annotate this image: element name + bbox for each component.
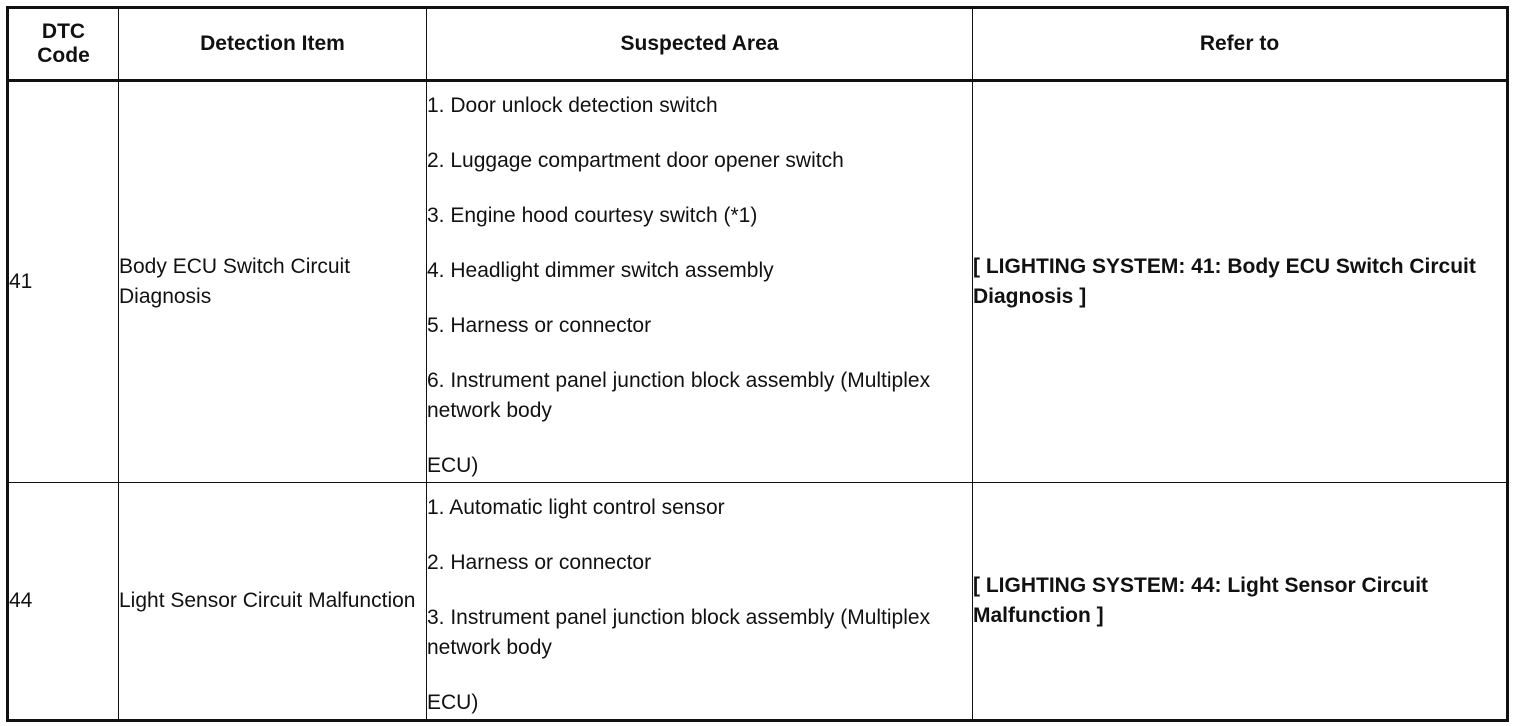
suspected-area-item: 3. Engine hood courtesy switch (*1) [427, 204, 758, 227]
suspected-area-item: 4. Headlight dimmer switch assembly [427, 259, 774, 282]
table-header: DTC Code Detection Item Suspected Area R… [7, 7, 1508, 82]
refer-to-link[interactable]: [ LIGHTING SYSTEM: 44: Light Sensor Circ… [972, 482, 1508, 721]
detection-item: Body ECU Switch Circuit Diagnosis [118, 80, 427, 483]
table-body: 41 Body ECU Switch Circuit Diagnosis 1. … [7, 80, 1508, 721]
suspected-area-item: 1. Automatic light control sensor [427, 495, 725, 519]
suspected-area-tail: ECU) [427, 454, 479, 477]
suspected-area-tail: ECU) [427, 690, 479, 714]
suspected-area-item: 2. Harness or connector [427, 550, 652, 574]
header-row: DTC Code Detection Item Suspected Area R… [7, 7, 1508, 82]
suspected-area-item: 5. Harness or connector [427, 314, 652, 337]
header-refer-to: Refer to [972, 7, 1508, 82]
suspected-area-list: 1. Automatic light control sensor 2. Har… [427, 485, 972, 718]
detection-item: Light Sensor Circuit Malfunction [118, 482, 427, 721]
header-detection-item: Detection Item [118, 7, 427, 82]
suspected-area: 1. Automatic light control sensor 2. Har… [426, 482, 973, 721]
suspected-area-item: 1. Door unlock detection switch [427, 94, 718, 117]
dtc-code: 41 [7, 80, 119, 483]
suspected-area: 1. Door unlock detection switch 2. Lugga… [426, 80, 973, 483]
dtc-table: DTC Code Detection Item Suspected Area R… [6, 6, 1509, 722]
suspected-area-text: 6. Instrument panel junction block assem… [427, 369, 931, 422]
header-dtc-code: DTC Code [7, 7, 119, 82]
refer-to-link[interactable]: [ LIGHTING SYSTEM: 41: Body ECU Switch C… [972, 80, 1508, 483]
suspected-area-item: 3. Instrument panel junction block assem… [427, 603, 972, 718]
suspected-area-text: 3. Instrument panel junction block assem… [427, 605, 931, 659]
header-suspected-area: Suspected Area [426, 7, 973, 82]
suspected-area-item: 2. Luggage compartment door opener switc… [427, 149, 844, 172]
table-row: 41 Body ECU Switch Circuit Diagnosis 1. … [7, 80, 1508, 483]
dtc-code: 44 [7, 482, 119, 721]
suspected-area-list: 1. Door unlock detection switch 2. Lugga… [427, 83, 972, 481]
table-row: 44 Light Sensor Circuit Malfunction 1. A… [7, 482, 1508, 721]
suspected-area-item: 6. Instrument panel junction block assem… [427, 366, 972, 481]
